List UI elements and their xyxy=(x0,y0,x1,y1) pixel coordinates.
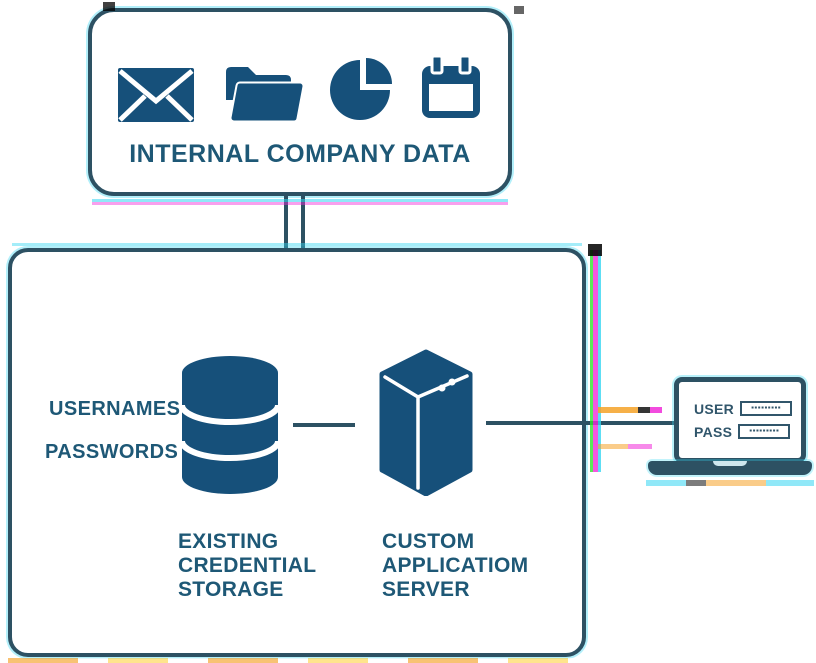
laptop-icon: USER ▪▪▪▪▪▪▪▪▪ PASS ▪▪▪▪▪▪▪▪▪ xyxy=(674,377,806,463)
credential-storage-caption-line2: CREDENTIAL xyxy=(178,554,317,577)
folder-icon xyxy=(226,67,304,122)
user-input-field: ▪▪▪▪▪▪▪▪▪ xyxy=(740,401,793,416)
connector-line-vertical-right xyxy=(301,195,305,248)
application-server-caption: CUSTOM APPLICATIOM SERVER xyxy=(382,530,528,602)
compression-artifact xyxy=(8,658,586,663)
connector-db-to-server xyxy=(293,423,355,427)
pass-label: PASS xyxy=(694,423,733,440)
pass-masked-value: ▪▪▪▪▪▪▪▪▪ xyxy=(749,426,780,435)
application-server-caption-line1: CUSTOM xyxy=(382,530,475,553)
compression-artifact xyxy=(646,480,814,486)
user-credential-row: USER ▪▪▪▪▪▪▪▪▪ xyxy=(694,401,801,417)
compression-artifact xyxy=(590,250,601,472)
calendar-icon xyxy=(422,54,480,118)
compression-artifact xyxy=(598,407,662,413)
compression-artifact xyxy=(12,243,582,246)
compression-artifact xyxy=(514,6,524,14)
server-icon xyxy=(379,349,473,496)
compression-artifact xyxy=(92,199,508,202)
application-server-caption-line2: APPLICATIOM xyxy=(382,554,529,577)
compression-artifact xyxy=(92,202,508,205)
connector-server-to-laptop xyxy=(486,421,678,425)
database-icon xyxy=(180,356,280,494)
pass-input-field: ▪▪▪▪▪▪▪▪▪ xyxy=(738,424,791,439)
credential-storage-caption-line3: STORAGE xyxy=(178,578,284,601)
credential-system-box: USERNAMES PASSWORDS EXISTING CREDENTIAL … xyxy=(8,248,586,657)
connector-line-vertical-left xyxy=(284,195,288,248)
user-masked-value: ▪▪▪▪▪▪▪▪▪ xyxy=(751,403,782,412)
pass-credential-row: PASS ▪▪▪▪▪▪▪▪▪ xyxy=(694,424,801,440)
laptop-base xyxy=(648,461,812,475)
pie-chart-icon xyxy=(330,58,392,120)
compression-artifact xyxy=(588,244,602,256)
compression-artifact xyxy=(598,444,652,449)
credential-storage-caption: EXISTING CREDENTIAL STORAGE xyxy=(178,530,316,602)
application-server-caption-line3: SERVER xyxy=(382,578,470,601)
data-type-icons-row xyxy=(92,50,508,122)
internal-company-data-box: INTERNAL COMPANY DATA xyxy=(88,8,512,196)
envelope-icon xyxy=(118,68,194,122)
internal-data-title: INTERNAL COMPANY DATA xyxy=(129,140,471,168)
credential-storage-caption-line1: EXISTING xyxy=(178,530,279,553)
user-label: USER xyxy=(694,400,735,417)
passwords-label: PASSWORDS xyxy=(45,441,179,463)
usernames-label: USERNAMES xyxy=(49,398,181,420)
laptop-hinge-notch xyxy=(713,461,747,466)
